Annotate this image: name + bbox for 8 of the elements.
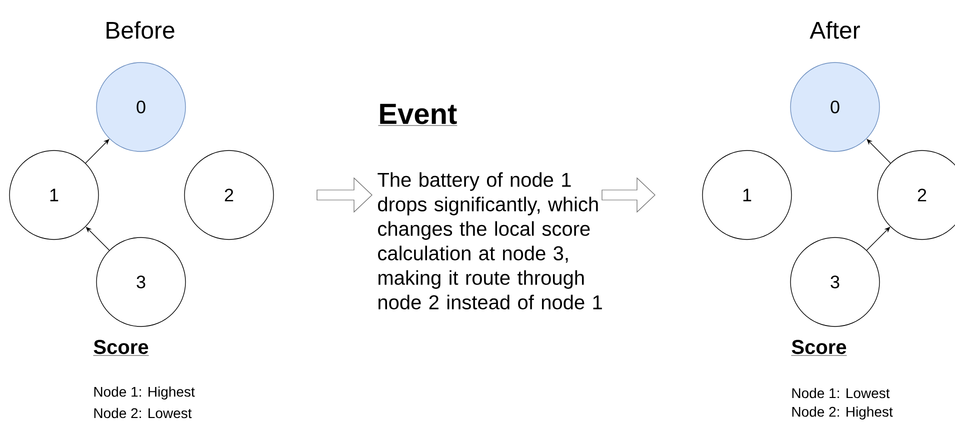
score-text: Node 1: Highest bbox=[94, 386, 195, 400]
heading-text: Score bbox=[93, 340, 149, 356]
score-text: Node 2: Highest bbox=[792, 406, 893, 420]
heading-text: Score bbox=[791, 340, 847, 356]
event-description: The battery of node 1 drops significantly, which changes the local score calculation at node 3, making it route through node 2 instead of node 1 bbox=[378, 172, 602, 310]
score-text: Node 2: Lowest bbox=[94, 408, 192, 418]
score-text: Node 1: Lowest bbox=[792, 388, 890, 398]
heading-text: Event bbox=[378, 104, 458, 126]
